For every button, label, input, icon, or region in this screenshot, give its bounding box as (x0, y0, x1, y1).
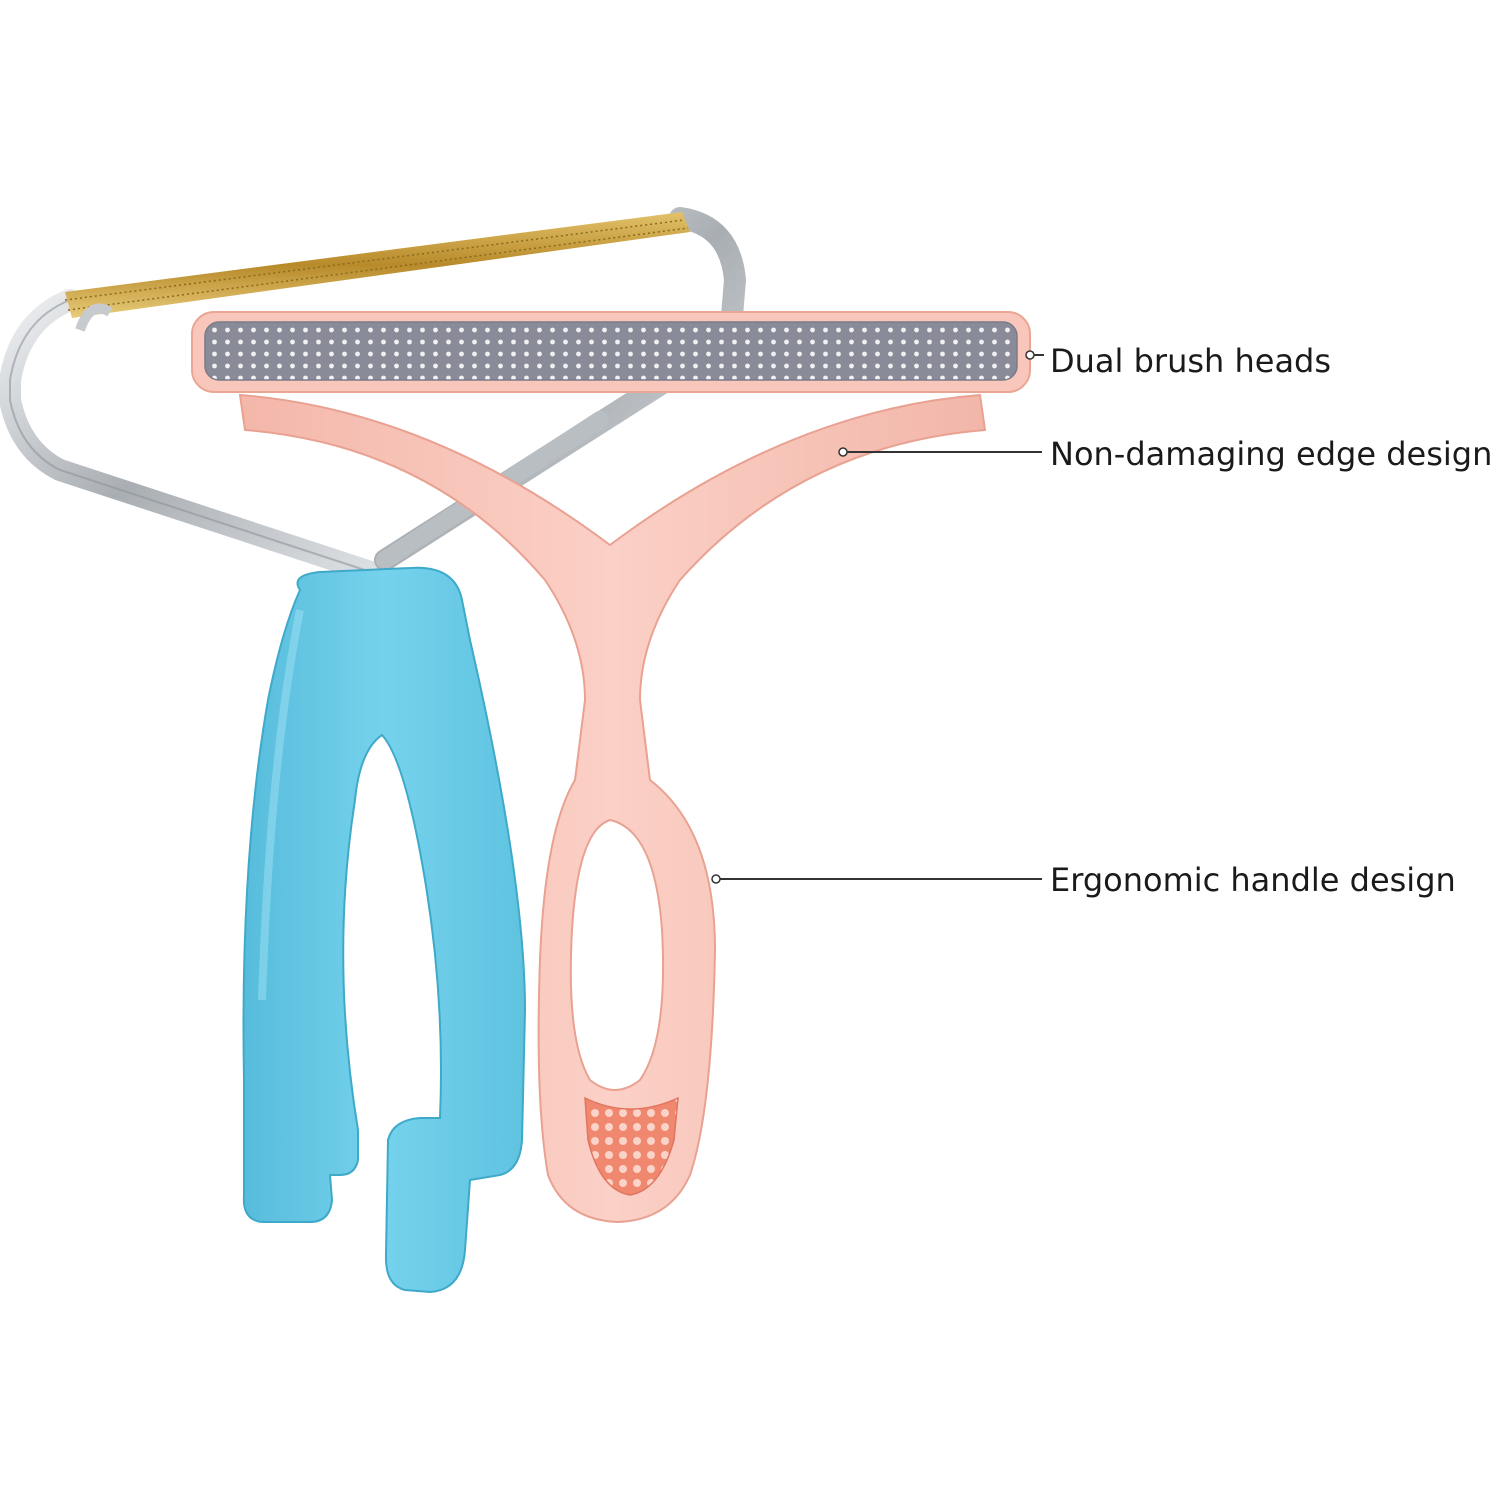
callout-non-damaging-edge: Non-damaging edge design (1050, 435, 1493, 473)
callout-leader-edge (838, 447, 1042, 457)
callout-dual-brush-heads: Dual brush heads (1050, 342, 1332, 380)
callout-leader-dual (1025, 350, 1044, 360)
callout-leader-ergo (711, 874, 1042, 884)
gold-coil-blade (64, 212, 690, 332)
pink-body (238, 393, 987, 1224)
blue-handle (242, 566, 527, 1294)
brush-head (191, 311, 1031, 393)
callout-ergonomic-handle: Ergonomic handle design (1050, 861, 1456, 899)
